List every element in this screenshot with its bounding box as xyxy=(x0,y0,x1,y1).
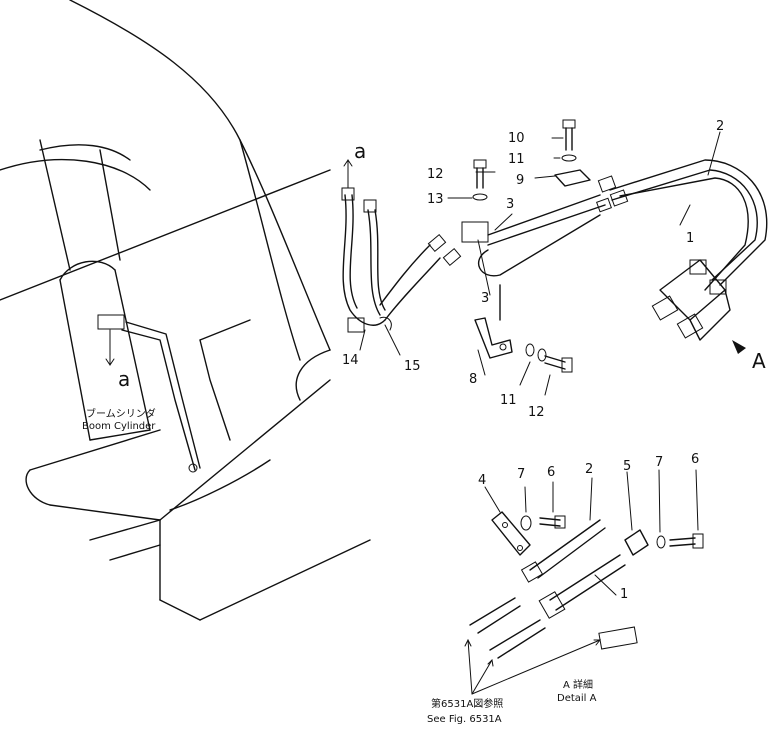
part-label-10: 10 xyxy=(508,131,525,146)
bolt-6-right xyxy=(669,537,696,547)
caption-see-fig-jp: 第6531A図参照 xyxy=(431,697,503,710)
bolt-10 xyxy=(562,119,576,151)
captions: ブームシリンダ Boom Cylinder 第6531A図参照 See Fig.… xyxy=(82,407,597,725)
pipe-1-detail xyxy=(549,554,626,611)
plate-4 xyxy=(491,511,531,556)
part-label-8: 8 xyxy=(469,372,477,387)
boom-structure xyxy=(0,0,371,621)
clamp-block xyxy=(461,221,489,243)
part-label-9: 9 xyxy=(516,173,524,188)
part-label-11-top: 11 xyxy=(508,152,525,167)
connection-label-a-left: a xyxy=(118,367,130,391)
hose-fitting-right xyxy=(363,199,377,213)
connection-label-a-top: a xyxy=(354,139,366,163)
view-arrow-a xyxy=(732,340,746,354)
part-label-13: 13 xyxy=(427,192,444,207)
boom-cylinder xyxy=(39,139,201,473)
part-label-7-right: 7 xyxy=(655,455,663,470)
valve-block xyxy=(651,259,731,341)
washer-11-top xyxy=(561,154,577,162)
bolt-12-top xyxy=(472,159,488,201)
part-label-12-bottom: 12 xyxy=(528,405,545,420)
bolt-12-bottom xyxy=(544,355,573,373)
part-label-2: 2 xyxy=(716,119,724,134)
caption-detail-a-en: Detail A xyxy=(557,693,597,704)
part-label-5: 5 xyxy=(623,459,631,474)
caption-boom-cylinder-en: Boom Cylinder xyxy=(82,421,156,432)
part-label-3-top: 3 xyxy=(506,197,514,212)
leader-lines xyxy=(105,131,721,695)
hose-clamp-15 xyxy=(347,317,365,333)
caption-boom-cylinder-jp: ブームシリンダ xyxy=(86,407,156,420)
pipe-2-detail xyxy=(529,519,606,579)
bracket-8 xyxy=(474,284,513,359)
bolt-6-left xyxy=(539,517,561,527)
washer-7-left xyxy=(520,515,532,531)
bracket-5 xyxy=(624,529,649,556)
part-label-3-bottom: 3 xyxy=(481,291,489,306)
part-label-7-left: 7 xyxy=(517,467,525,482)
part-label-6-right: 6 xyxy=(691,452,699,467)
part-label-12-top: 12 xyxy=(427,167,444,182)
washer-13 xyxy=(472,193,488,201)
part-label-4: 4 xyxy=(478,473,486,488)
part-label-2-detail: 2 xyxy=(585,462,593,477)
tube-assembly xyxy=(461,159,768,291)
caption-see-fig-en: See Fig. 6531A xyxy=(427,714,502,725)
washer-11-bottom xyxy=(525,343,547,362)
view-label-a: A xyxy=(752,349,766,373)
part-label-1-detail: 1 xyxy=(620,587,628,602)
washer-7-right xyxy=(656,535,666,549)
part-label-6-left: 6 xyxy=(547,465,555,480)
caption-detail-a-jp: A 詳細 xyxy=(563,678,593,691)
bracket-9 xyxy=(554,169,591,187)
part-label-15: 15 xyxy=(404,359,421,374)
hose-assembly-14 xyxy=(341,187,462,333)
part-label-14: 14 xyxy=(342,353,359,368)
part-label-11-bottom: 11 xyxy=(500,393,517,408)
detail-a xyxy=(469,511,704,659)
part-labels: 2 1 3 3 10 11 9 12 13 14 15 8 11 12 4 7 … xyxy=(118,119,766,602)
part-label-1: 1 xyxy=(686,231,694,246)
